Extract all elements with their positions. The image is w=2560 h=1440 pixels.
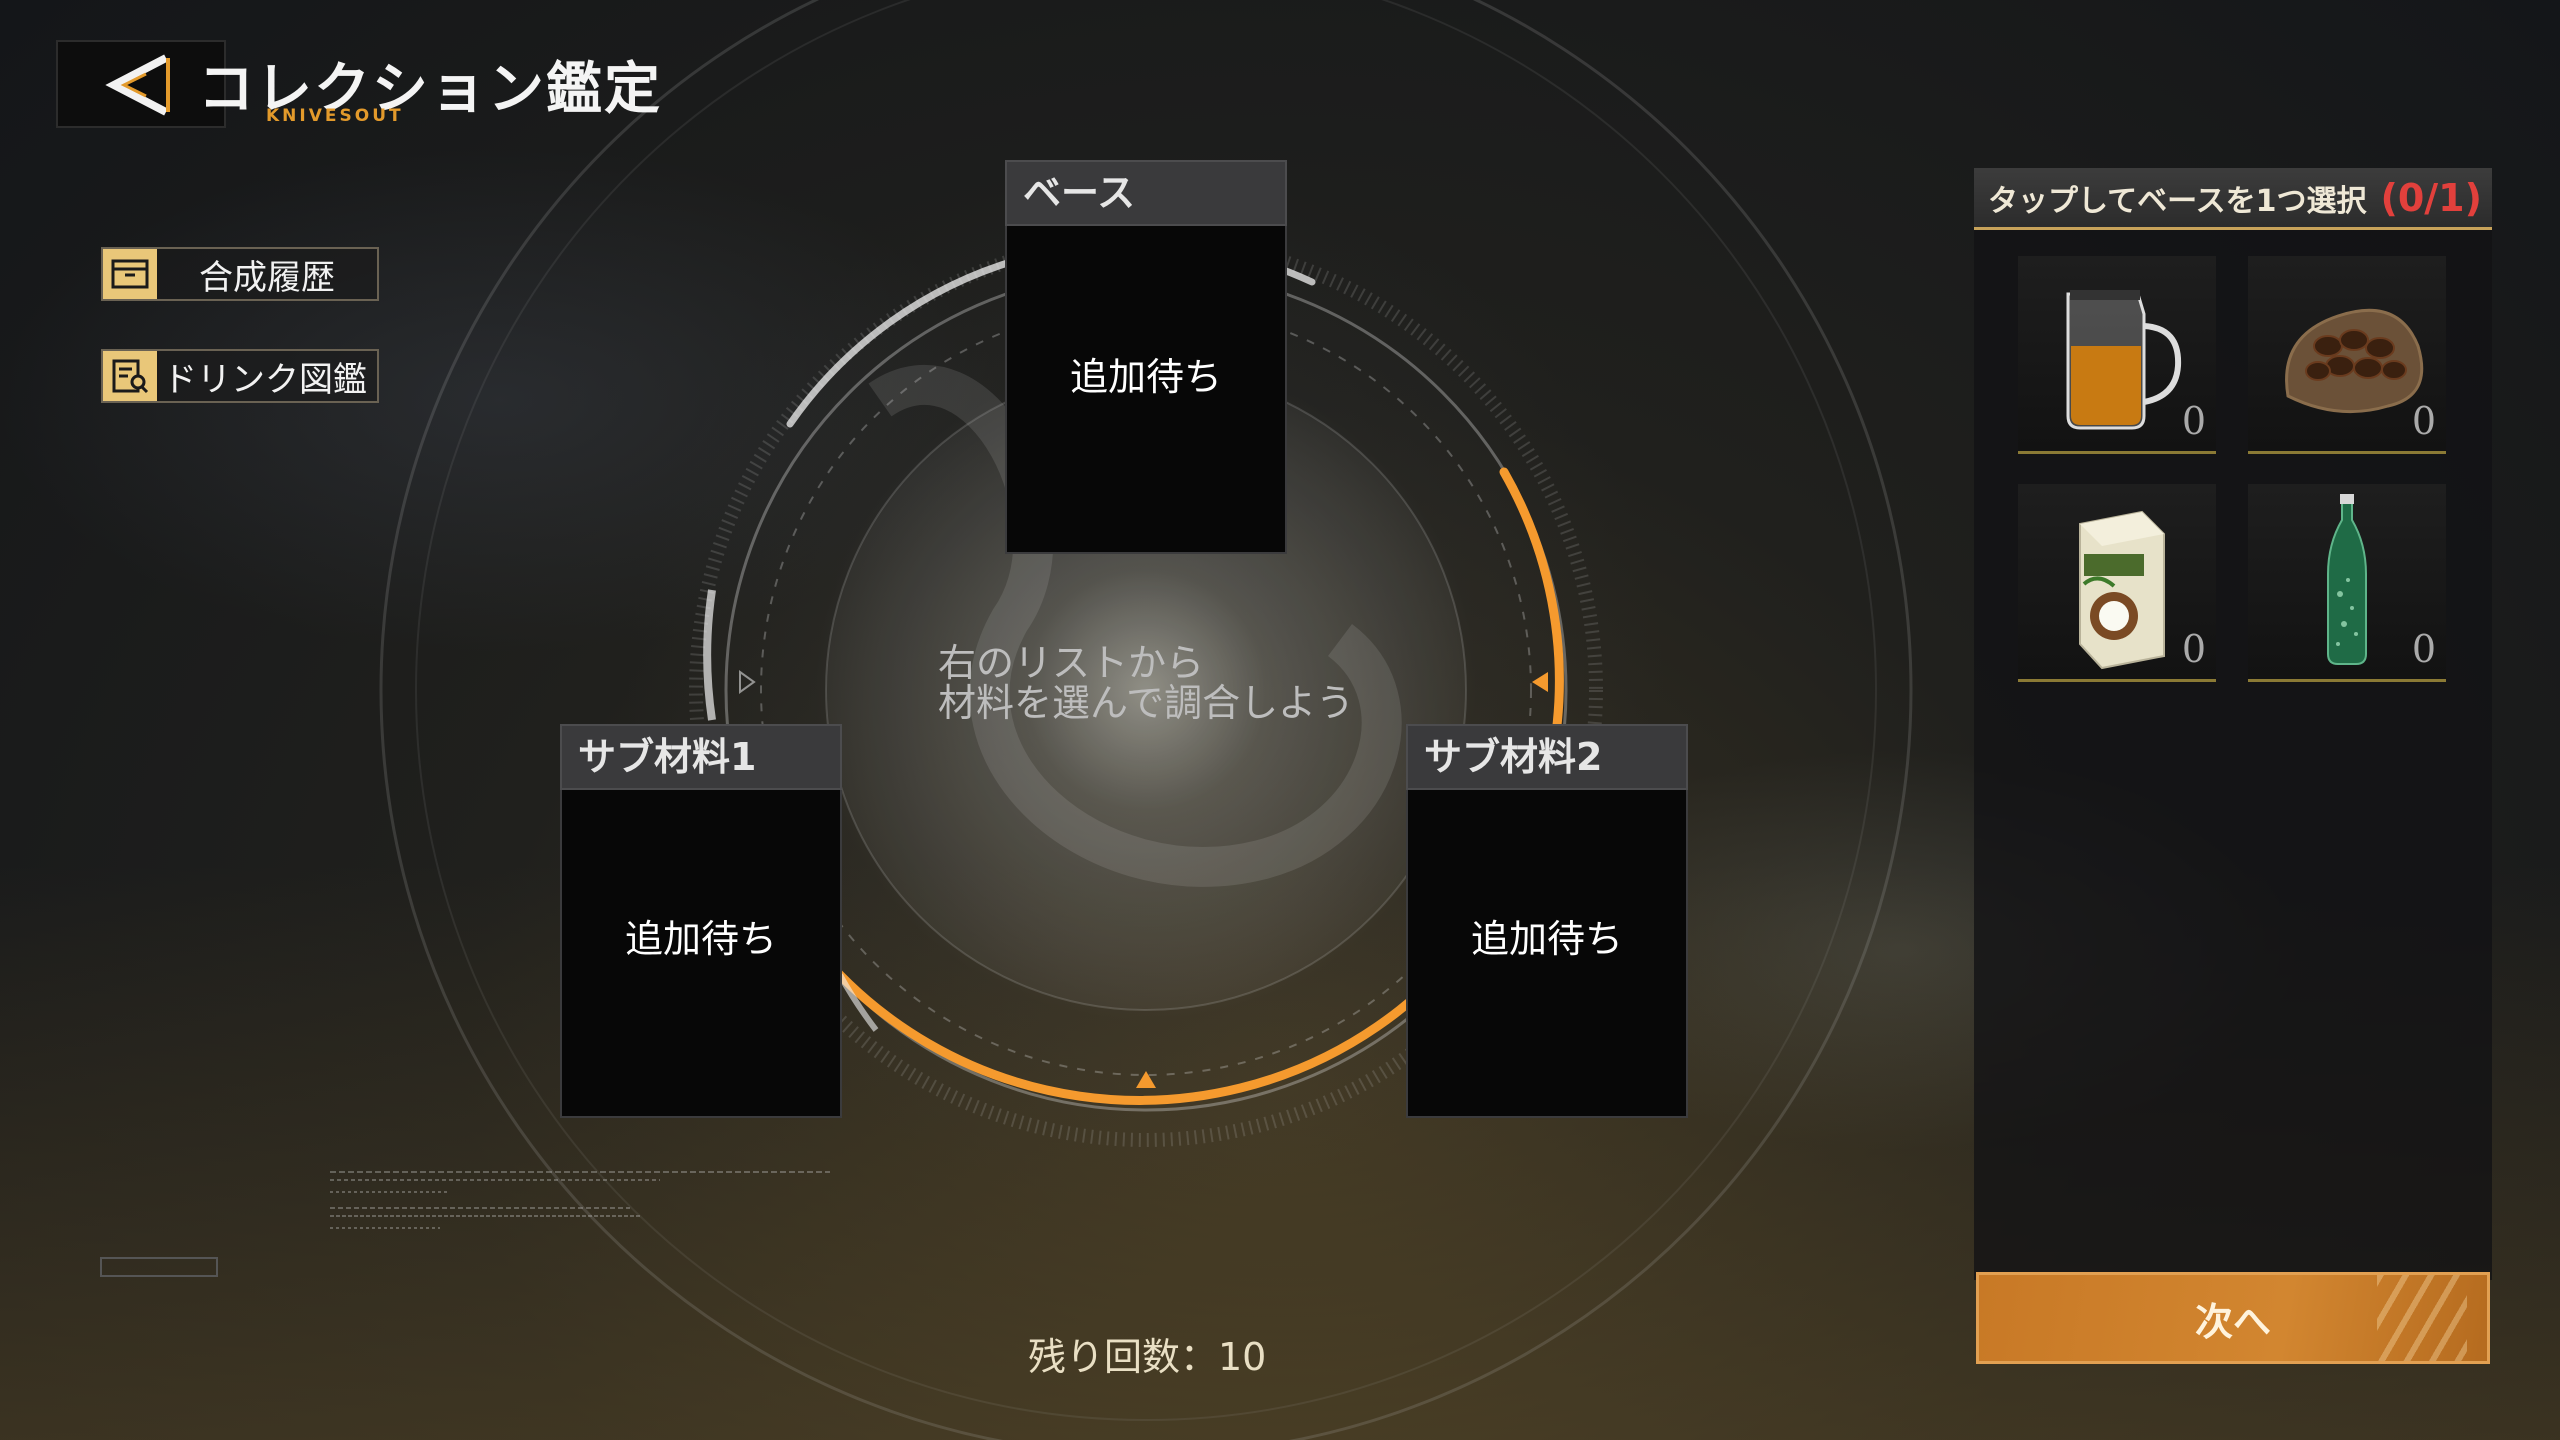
next-button[interactable]: 次へ bbox=[1976, 1272, 2490, 1364]
base-slot-label: ベース bbox=[1005, 160, 1287, 226]
base-slot[interactable]: ベース 追加待ち bbox=[1005, 160, 1287, 554]
base-slot-status: 追加待ち bbox=[1069, 355, 1222, 399]
panel-title: タップしてベースを1つ選択 bbox=[1988, 183, 2367, 219]
panel-title-bar: タップしてベースを1つ選択 (0/1) bbox=[1974, 168, 2492, 230]
catalog-search-icon bbox=[103, 351, 159, 401]
hint-line-1: 右のリストから bbox=[938, 641, 1205, 685]
decorative-tag bbox=[100, 1257, 218, 1277]
sub-material-1-label: サブ材料1 bbox=[560, 724, 842, 790]
remaining-count: 残り回数：10 bbox=[1028, 1335, 1267, 1379]
archive-box-icon bbox=[103, 249, 159, 299]
next-button-label: 次へ bbox=[2194, 1299, 2271, 1344]
sub-material-2-label: サブ材料2 bbox=[1406, 724, 1688, 790]
sub-material-2-status: 追加待ち bbox=[1470, 917, 1623, 961]
ingredient-item[interactable]: 0 bbox=[2018, 484, 2216, 682]
coconut-milk-carton-icon bbox=[2079, 510, 2165, 670]
item-count: 0 bbox=[2411, 627, 2436, 671]
back-arrow-icon[interactable] bbox=[96, 52, 216, 118]
page-title: コレクション鑑定 bbox=[198, 57, 662, 122]
tea-pitcher-icon bbox=[2066, 290, 2182, 430]
drink-encyclopedia-button[interactable]: ドリンク図鑑 bbox=[101, 349, 379, 403]
sub-material-1-status: 追加待ち bbox=[624, 917, 777, 961]
encyclopedia-label: ドリンク図鑑 bbox=[163, 359, 367, 400]
brand-logo: KNIVESOUT bbox=[266, 106, 404, 126]
back-button[interactable] bbox=[56, 40, 226, 128]
sub-material-1-slot[interactable]: サブ材料1 追加待ち bbox=[560, 724, 842, 1118]
hint-line-2: 材料を選んで調合しよう bbox=[938, 681, 1355, 725]
sparkling-water-bottle-icon bbox=[2327, 494, 2367, 665]
history-label: 合成履歴 bbox=[199, 257, 335, 298]
sub-material-2-body[interactable]: 追加待ち bbox=[1406, 790, 1688, 1118]
base-slot-body[interactable]: 追加待ち bbox=[1005, 226, 1287, 554]
item-count: 0 bbox=[2411, 399, 2436, 443]
coffee-beans-sack-icon bbox=[2285, 308, 2424, 414]
ingredient-item[interactable]: 0 bbox=[2248, 484, 2446, 682]
ingredient-item[interactable]: 0 bbox=[2018, 256, 2216, 454]
history-button[interactable]: 合成履歴 bbox=[101, 247, 379, 301]
instruction-hint: 右のリストから 材料を選んで調合しよう bbox=[938, 643, 1354, 723]
button-stripe-decoration bbox=[2377, 1275, 2467, 1361]
selection-counter: (0/1) bbox=[2380, 175, 2482, 220]
sub-material-1-body[interactable]: 追加待ち bbox=[560, 790, 842, 1118]
sub-material-2-slot[interactable]: サブ材料2 追加待ち bbox=[1406, 724, 1688, 1118]
item-count: 0 bbox=[2181, 627, 2206, 671]
item-count: 0 bbox=[2181, 399, 2206, 443]
decorative-log-lines bbox=[330, 1171, 830, 1229]
page-header: コレクション鑑定 KNIVESOUT bbox=[56, 40, 660, 128]
ingredient-item[interactable]: 0 bbox=[2248, 256, 2446, 454]
